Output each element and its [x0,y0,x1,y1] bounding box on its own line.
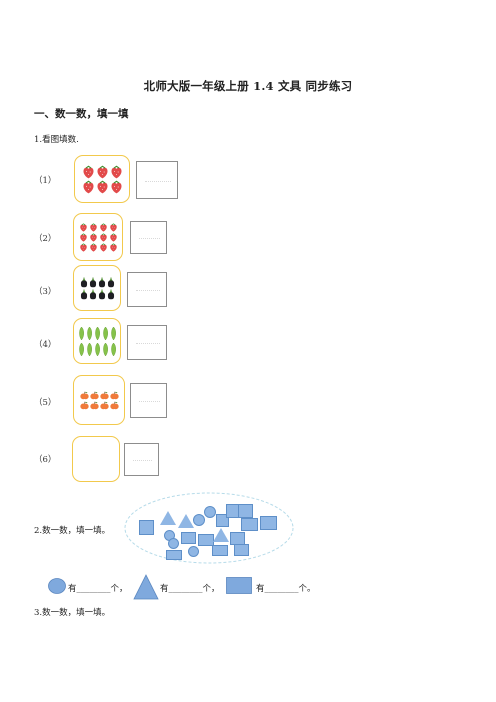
triangle-count-text: 有________个， [160,584,220,594]
section-heading: 一、数一数，填一填 [34,108,129,120]
picture-frame-5 [73,375,125,425]
picture-frame-4 [73,318,121,364]
eggplant-icon [98,277,106,288]
square-shape [216,514,229,527]
strawberry-icon [109,242,118,252]
row-label-5: （5） [34,398,57,408]
strawberry-icon [79,222,88,232]
answer-box-4[interactable] [127,325,167,360]
answer-box-3[interactable] [127,272,167,307]
triangle-shape [178,514,194,528]
row-label-2: （2） [34,234,57,244]
picture-frame-3 [73,265,121,311]
question-3-prompt: 3.数一数，填一填。 [34,608,111,618]
eggplant-icon [80,277,88,288]
pea-pod-icon [110,342,117,357]
triangle-shape [160,511,176,525]
triangle-shape [213,528,229,542]
strawberry-icon [89,242,98,252]
strawberry-icon [109,222,118,232]
pea-pod-icon [78,342,85,357]
square-shape [234,544,249,556]
strawberry-icon [109,232,118,242]
circle-shape [204,506,216,518]
square-count-text: 有________个。 [256,584,316,594]
answer-box-6[interactable] [124,443,159,476]
eggplant-icon [98,289,106,300]
square-shape [181,532,196,544]
answer-box-2[interactable] [130,221,167,254]
square-icon [226,577,252,594]
strawberry-icon [99,222,108,232]
apple-icon [79,401,89,410]
answer-box-5[interactable] [130,383,167,418]
pea-pod-icon [86,342,93,357]
strawberry-icon [79,242,88,252]
row-label-1: （1） [34,176,57,186]
square-shape [139,520,154,535]
square-shape [241,518,258,531]
circle-shape [193,514,205,526]
eggplant-icon [89,289,97,300]
triangle-icon [133,574,159,600]
pea-pod-icon [78,326,85,341]
eggplant-icon [89,277,97,288]
strawberry-icon [79,232,88,242]
strawberry-icon [82,180,95,194]
strawberry-icon [110,165,123,179]
apple-icon [89,401,99,410]
apple-icon [99,401,109,410]
picture-frame-1 [74,155,130,203]
circle-icon [48,578,66,594]
apple-icon [109,391,119,400]
picture-frame-6 [72,436,120,482]
square-shape [212,545,228,556]
strawberry-icon [96,165,109,179]
pea-pod-icon [102,326,109,341]
row-label-4: （4） [34,340,57,350]
square-shape [166,550,182,560]
row-label-6: （6） [34,455,57,465]
shapes-oval [124,492,294,564]
strawberry-icon [96,180,109,194]
question-2-prompt: 2.数一数，填一填。 [34,526,111,536]
circle-shape [168,538,179,549]
strawberry-icon [89,232,98,242]
circle-shape [188,546,199,557]
square-shape [260,516,277,530]
pea-pod-icon [110,326,117,341]
picture-frame-2 [73,213,123,261]
apple-icon [79,391,89,400]
pea-pod-icon [94,326,101,341]
row-label-3: （3） [34,287,57,297]
page-title: 北师大版一年级上册 1.4 文具 同步练习 [143,79,353,93]
strawberry-icon [110,180,123,194]
circle-count-text: 有________个， [68,584,128,594]
answer-box-1[interactable] [136,161,178,199]
square-shape [238,504,253,518]
eggplant-icon [107,277,115,288]
apple-icon [99,391,109,400]
pea-pod-icon [86,326,93,341]
strawberry-icon [89,222,98,232]
eggplant-icon [107,289,115,300]
strawberry-icon [99,242,108,252]
apple-icon [109,401,119,410]
strawberry-icon [99,232,108,242]
strawberry-icon [82,165,95,179]
pea-pod-icon [102,342,109,357]
pea-pod-icon [94,342,101,357]
apple-icon [89,391,99,400]
question-1-prompt: 1.看图填数. [34,135,79,145]
eggplant-icon [80,289,88,300]
